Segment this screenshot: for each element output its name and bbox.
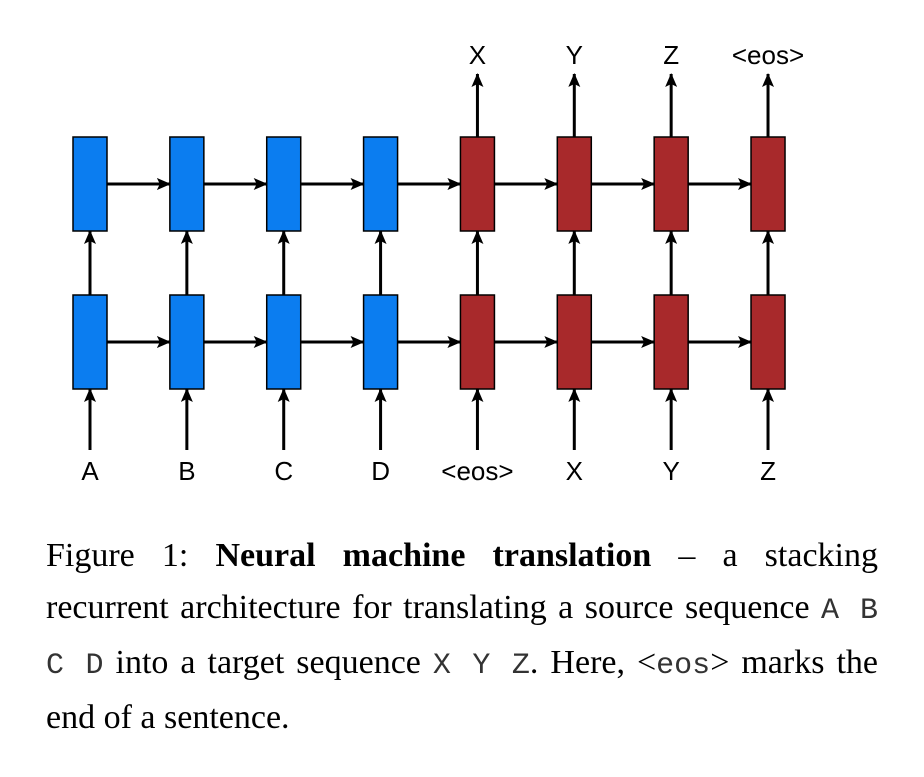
caption-source-seq: A B C D (46, 594, 878, 683)
decoder-cell-layer1-step7 (653, 294, 689, 390)
output-label: Z (663, 40, 679, 70)
labels: A B C D <eos> X X Y Y Z Z <eos> (81, 40, 804, 486)
encoder-cell-layer1-step2 (169, 294, 205, 390)
input-label: D (371, 456, 390, 486)
decoder-cell-layer2-step7 (653, 136, 689, 232)
rnn-diagram: A B C D <eos> X X Y Y Z Z <eos> (72, 40, 804, 486)
decoder-cell-layer1-step8 (750, 294, 786, 390)
input-label: Y (662, 456, 679, 486)
cells (72, 136, 786, 390)
caption-text-4: > marks the end of a sentence. (46, 644, 878, 736)
output-label: X (469, 40, 486, 70)
figure-caption: Figure 1: Neural machine translation – a… (46, 530, 878, 744)
encoder-cell-layer2-step4 (362, 136, 399, 232)
input-label: <eos> (441, 456, 513, 486)
caption-eos-token: eos (656, 649, 711, 683)
output-label: Y (566, 40, 583, 70)
input-label: X (566, 456, 583, 486)
input-label: A (81, 456, 99, 486)
encoder-cell-layer2-step2 (169, 136, 205, 232)
decoder-cell-layer2-step8 (750, 136, 786, 232)
decoder-cell-layer1-step6 (556, 294, 593, 390)
output-label: <eos> (732, 40, 804, 70)
caption-prefix: Figure 1: (46, 537, 216, 574)
encoder-cell-layer2-step3 (265, 136, 302, 232)
caption-text-2: into a target sequence (103, 644, 433, 681)
caption-text-1: – a stacking recurrent architecture for … (46, 537, 878, 626)
input-label: Z (760, 456, 776, 486)
decoder-cell-layer1-step5 (459, 294, 496, 390)
encoder-cell-layer1-step1 (72, 294, 108, 390)
input-label: B (178, 456, 195, 486)
decoder-cell-layer2-step5 (459, 136, 496, 232)
caption-text-3: . Here, < (529, 644, 657, 681)
input-label: C (274, 456, 293, 486)
encoder-cell-layer2-step1 (72, 136, 108, 232)
encoder-cell-layer1-step4 (362, 294, 399, 390)
caption-target-seq: X Y Z (432, 649, 530, 683)
decoder-cell-layer2-step6 (556, 136, 593, 232)
arrows (84, 73, 775, 450)
caption-title: Neural machine translation (215, 537, 652, 574)
encoder-cell-layer1-step3 (265, 294, 302, 390)
